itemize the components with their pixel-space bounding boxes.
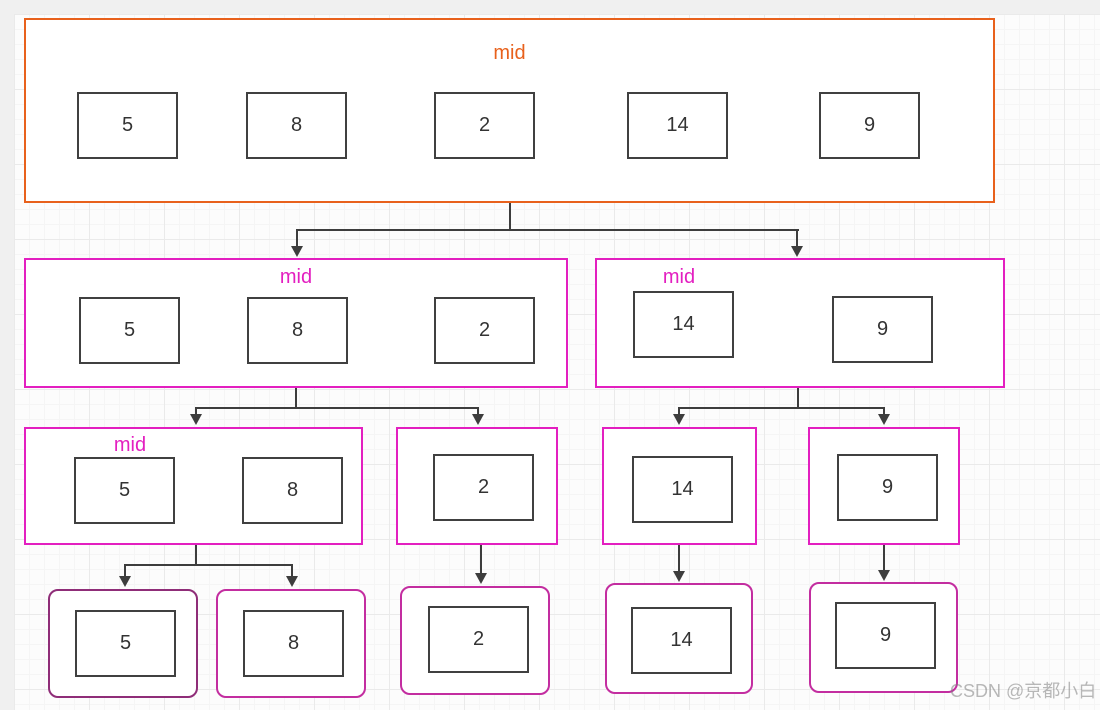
- value-box: 2: [434, 92, 535, 159]
- value-box: 5: [77, 92, 178, 159]
- value-box: 5: [75, 610, 176, 677]
- value-box: 5: [79, 297, 180, 364]
- connector-line: [195, 407, 197, 415]
- arrow-head: [878, 414, 890, 425]
- value-box: 2: [433, 454, 534, 521]
- arrow-head: [673, 571, 685, 582]
- arrow-head: [791, 246, 803, 257]
- connector-line: [678, 407, 680, 415]
- value-box: 9: [835, 602, 936, 669]
- value-box: 2: [434, 297, 535, 364]
- value-box: 14: [632, 456, 733, 523]
- value-box: 8: [246, 92, 347, 159]
- connector-line: [295, 388, 297, 409]
- group-level3-pair: mid 5 8: [24, 427, 363, 545]
- connector-line: [480, 545, 482, 573]
- arrow-head: [472, 414, 484, 425]
- connector-line: [796, 229, 798, 246]
- connector-line: [678, 407, 885, 409]
- group-level3-single: 14: [602, 427, 757, 545]
- mid-label: mid: [279, 266, 313, 288]
- value-box: 5: [74, 457, 175, 524]
- group-level2-left: mid 5 8 2: [24, 258, 568, 388]
- connector-line: [291, 564, 293, 576]
- group-level3-single: 2: [396, 427, 558, 545]
- connector-line: [195, 407, 479, 409]
- value-box: 9: [837, 454, 938, 521]
- connector-line: [195, 545, 197, 566]
- group-level3-single: 9: [808, 427, 960, 545]
- arrow-head: [286, 576, 298, 587]
- arrow-head: [190, 414, 202, 425]
- value-box: 9: [819, 92, 920, 159]
- group-level4-single: 8: [216, 589, 366, 698]
- value-box: 14: [633, 291, 734, 358]
- connector-line: [124, 564, 126, 576]
- value-box: 9: [832, 296, 933, 363]
- mid-label: mid: [113, 434, 147, 456]
- connector-line: [296, 229, 799, 231]
- connector-line: [883, 545, 885, 570]
- arrow-head: [475, 573, 487, 584]
- arrow-head: [119, 576, 131, 587]
- mid-label: mid: [662, 266, 696, 288]
- group-level4-single: 2: [400, 586, 550, 695]
- value-box: 8: [242, 457, 343, 524]
- arrow-head: [291, 246, 303, 257]
- watermark-text: CSDN @京都小白: [950, 681, 1097, 701]
- value-box: 14: [631, 607, 732, 674]
- value-box: 2: [428, 606, 529, 673]
- value-box: 8: [247, 297, 348, 364]
- group-level4-single: 9: [809, 582, 958, 693]
- group-level2-right: mid 14 9: [595, 258, 1005, 388]
- connector-line: [477, 407, 479, 415]
- mid-label: mid: [493, 42, 526, 64]
- connector-line: [509, 203, 511, 231]
- connector-line: [883, 407, 885, 415]
- connector-line: [797, 388, 799, 409]
- value-box: 14: [627, 92, 728, 159]
- group-level1: mid 5 8 2 14 9: [24, 18, 995, 203]
- arrow-head: [878, 570, 890, 581]
- group-level4-single: 5: [48, 589, 198, 698]
- connector-line: [678, 545, 680, 571]
- value-box: 8: [243, 610, 344, 677]
- group-level4-single: 14: [605, 583, 753, 694]
- arrow-head: [673, 414, 685, 425]
- connector-line: [124, 564, 293, 566]
- connector-line: [296, 229, 298, 246]
